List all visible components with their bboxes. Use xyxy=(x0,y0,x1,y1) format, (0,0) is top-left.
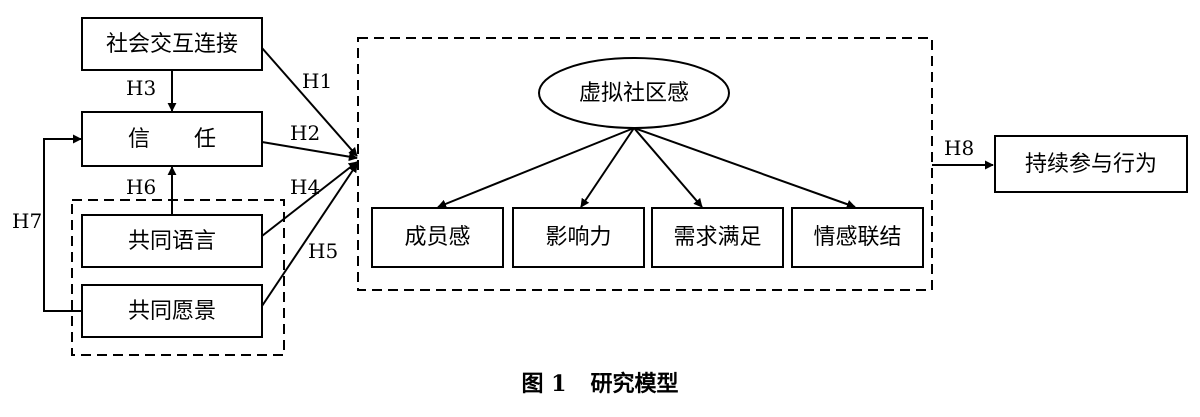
social-interaction-box xyxy=(81,17,263,71)
arrow-h5 xyxy=(261,163,358,307)
arrow-to-emotional xyxy=(633,127,856,209)
virtual-community-label: 虚拟社区感 xyxy=(579,81,689,106)
h3-label: H3 xyxy=(126,76,156,100)
arrow-h1 xyxy=(261,47,358,157)
virtual-community-group xyxy=(357,37,933,291)
membership-label: 成员感 xyxy=(404,225,470,250)
continuance-box xyxy=(994,135,1188,193)
continuance-label: 持续参与行为 xyxy=(1025,152,1157,177)
influence-label: 影响力 xyxy=(545,225,611,250)
social-interaction-label: 社会交互连接 xyxy=(106,32,238,57)
h7-label: H7 xyxy=(12,209,42,233)
emotional-connection-box xyxy=(791,207,924,268)
shared-vision-label: 共同愿景 xyxy=(128,299,216,324)
h6-label: H6 xyxy=(126,175,156,199)
arrow-to-influence xyxy=(580,127,635,208)
social-capital-group xyxy=(71,199,285,356)
h1-label: H1 xyxy=(302,69,332,93)
trust-box xyxy=(81,111,263,167)
figure-number: 图 1 xyxy=(522,371,567,397)
arrow-h2 xyxy=(261,141,358,162)
needs-fulfillment-box xyxy=(651,207,784,268)
h8-label: H8 xyxy=(944,136,974,160)
needs-fulfillment-label: 需求满足 xyxy=(673,225,761,250)
figure-title: 研究模型 xyxy=(590,371,678,397)
trust-label: 信 任 xyxy=(128,127,216,152)
membership-box xyxy=(371,207,504,268)
arrow-h4 xyxy=(261,161,358,237)
arrow-h7 xyxy=(43,134,82,312)
influence-box xyxy=(512,207,645,268)
h2-label: H2 xyxy=(290,121,320,145)
arrow-to-needs xyxy=(633,127,703,208)
shared-language-box xyxy=(81,214,263,268)
arrow-to-membership xyxy=(437,127,635,209)
h4-label: H4 xyxy=(290,175,320,199)
emotional-connection-label: 情感联结 xyxy=(813,225,901,250)
shared-language-label: 共同语言 xyxy=(128,229,216,254)
h5-label: H5 xyxy=(308,239,338,263)
figure-caption: 图 1 研究模型 xyxy=(522,371,679,397)
